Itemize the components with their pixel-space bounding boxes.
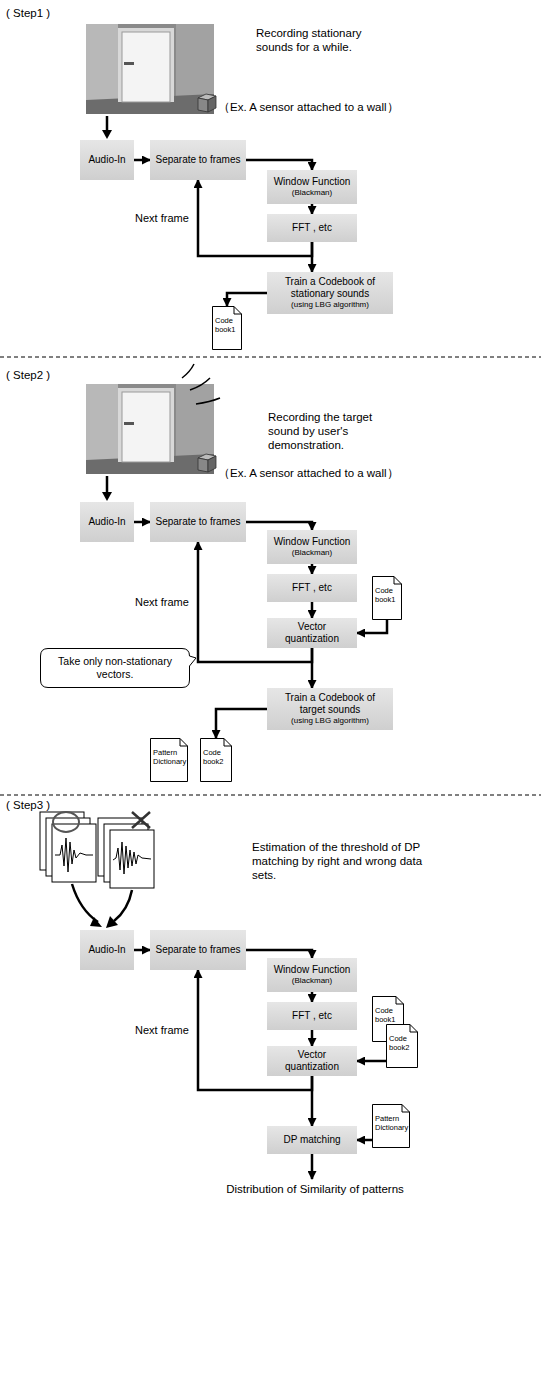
flow-arrow xyxy=(134,159,150,162)
document-icon: Code book2 xyxy=(200,738,232,782)
document-icon: Code book2 xyxy=(386,1024,418,1068)
node-text: Window Function xyxy=(274,176,351,188)
node-subtext: (using LBG algorithm) xyxy=(291,300,369,310)
flow-arrow xyxy=(216,709,267,738)
door-photo xyxy=(86,364,220,501)
flow-arrow xyxy=(134,949,150,952)
document-icon: Code book1 xyxy=(212,306,242,350)
node-text: Vector quantization xyxy=(271,621,353,645)
flow-arrow xyxy=(246,950,312,958)
flow-arrow xyxy=(311,204,314,214)
document-icon: Code book1 xyxy=(372,576,402,620)
node-text: Separate to frames xyxy=(155,516,240,528)
waveform-data-sets xyxy=(40,812,154,928)
node-text: DP matching xyxy=(283,1134,340,1146)
flow-arrow xyxy=(311,1030,314,1046)
node-text: FFT , etc xyxy=(292,582,332,594)
node-text: Audio-In xyxy=(88,944,125,956)
flow-arrow xyxy=(227,293,267,306)
callout-bubble: Take only non-stationary vectors. xyxy=(40,648,190,688)
output-label: Distribution of Similarity of patterns xyxy=(190,1182,440,1196)
node-subtext: (Blackman) xyxy=(292,188,332,198)
node-text: Audio-In xyxy=(88,154,125,166)
node-text: Code book1 xyxy=(215,316,239,334)
step-separator xyxy=(0,795,541,796)
flow-arrow xyxy=(357,620,387,633)
node-text: Vector quantization xyxy=(271,1049,353,1073)
step-heading: ( Step2 ) xyxy=(6,368,96,382)
node-text: Code book1 xyxy=(375,586,399,604)
flow-arrow xyxy=(246,522,312,530)
flow-arrow xyxy=(311,564,314,574)
node-text: Code book2 xyxy=(389,1034,415,1052)
node-text: Train a Codebook of target sounds xyxy=(271,692,389,716)
process-box: Separate to frames xyxy=(150,930,246,970)
note-text: （Ex. A sensor attached to a wall） xyxy=(218,100,458,114)
edge-label: Next frame xyxy=(133,212,191,225)
note-text: Estimation of the threshold of DP matchi… xyxy=(252,840,437,882)
process-box: Train a Codebook of stationary sounds(us… xyxy=(267,272,393,314)
node-subtext: (Blackman) xyxy=(292,548,332,558)
process-box: FFT , etc xyxy=(267,1002,357,1030)
process-box: Window Function(Blackman) xyxy=(267,958,357,992)
process-box: Audio-In xyxy=(80,140,134,180)
node-subtext: (using LBG algorithm) xyxy=(291,716,369,726)
node-text: Window Function xyxy=(274,964,351,976)
process-box: Audio-In xyxy=(80,930,134,970)
output-arrow xyxy=(311,1154,314,1179)
step-heading: ( Step3 ) xyxy=(6,798,96,812)
node-text: Train a Codebook of stationary sounds xyxy=(271,276,389,300)
node-text: Code book2 xyxy=(203,748,229,766)
step-separator xyxy=(0,357,541,358)
node-text: Take only non-stationary vectors. xyxy=(48,655,182,681)
process-box: Separate to frames xyxy=(150,502,246,542)
flow-arrow xyxy=(134,521,150,524)
flow-arrow xyxy=(311,602,314,618)
document-icon: Pattern Dictionary xyxy=(372,1104,410,1148)
note-text: Recording stationary sounds for a while. xyxy=(256,26,396,54)
process-box: Vector quantization xyxy=(267,618,357,648)
edge-label: Next frame xyxy=(133,1024,191,1037)
node-text: Code book1 xyxy=(375,1006,401,1024)
process-box: FFT , etc xyxy=(267,574,357,602)
node-text: Audio-In xyxy=(88,516,125,528)
process-box: Train a Codebook of target sounds(using … xyxy=(267,688,393,730)
node-text: FFT , etc xyxy=(292,222,332,234)
flow-arrow xyxy=(246,160,312,170)
flow-arrow xyxy=(311,992,314,1002)
process-box: Separate to frames xyxy=(150,140,246,180)
node-text: Pattern Dictionary xyxy=(153,748,185,766)
process-box: Audio-In xyxy=(80,502,134,542)
node-text: Window Function xyxy=(274,536,351,548)
process-box: Vector quantization xyxy=(267,1046,357,1076)
node-text: FFT , etc xyxy=(292,1010,332,1022)
process-box: Window Function(Blackman) xyxy=(267,530,357,564)
process-box: DP matching xyxy=(267,1126,357,1154)
process-box: Window Function(Blackman) xyxy=(267,170,357,204)
flow-arrow xyxy=(357,1139,372,1142)
edge-label: Next frame xyxy=(133,596,191,609)
note-text: Recording the target sound by user's dem… xyxy=(268,410,388,452)
document-icon: Pattern Dictionary xyxy=(150,738,188,782)
note-text: （Ex. A sensor attached to a wall） xyxy=(218,466,458,480)
node-text: Separate to frames xyxy=(155,154,240,166)
step-heading: ( Step1 ) xyxy=(6,6,96,20)
process-box: FFT , etc xyxy=(267,214,357,242)
node-text: Pattern Dictionary xyxy=(375,1114,407,1132)
node-text: Separate to frames xyxy=(155,944,240,956)
flow-arrow xyxy=(357,1060,386,1063)
node-subtext: (Blackman) xyxy=(292,976,332,986)
door-photo xyxy=(86,24,216,139)
